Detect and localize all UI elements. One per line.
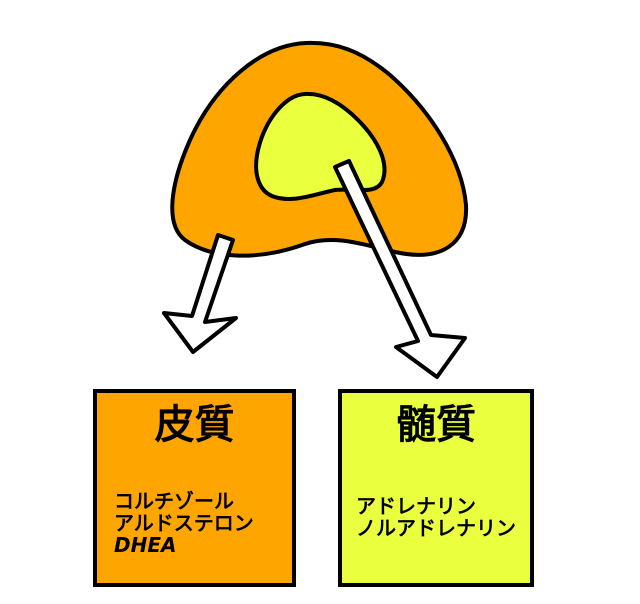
medulla-hormone-item: アドレナリン xyxy=(356,494,476,518)
medulla-box: 髄質 アドレナリン ノルアドレナリン xyxy=(338,389,534,587)
medulla-hormone-list: アドレナリン ノルアドレナリン xyxy=(356,495,516,539)
cortex-hormone-item: DHEA xyxy=(114,533,177,557)
medulla-hormone-item: ノルアドレナリン xyxy=(356,516,516,540)
cortex-hormone-list: コルチゾール アルドステロン DHEA xyxy=(114,490,254,556)
cortex-box: 皮質 コルチゾール アルドステロン DHEA xyxy=(93,389,296,587)
cortex-hormone-item: コルチゾール xyxy=(114,489,234,513)
cortex-title: 皮質 xyxy=(154,402,235,448)
medulla-title: 髄質 xyxy=(396,402,476,448)
cortex-arrow xyxy=(162,233,238,354)
cortex-hormone-item: アルドステロン xyxy=(114,511,254,535)
medulla-arrow xyxy=(333,159,467,379)
